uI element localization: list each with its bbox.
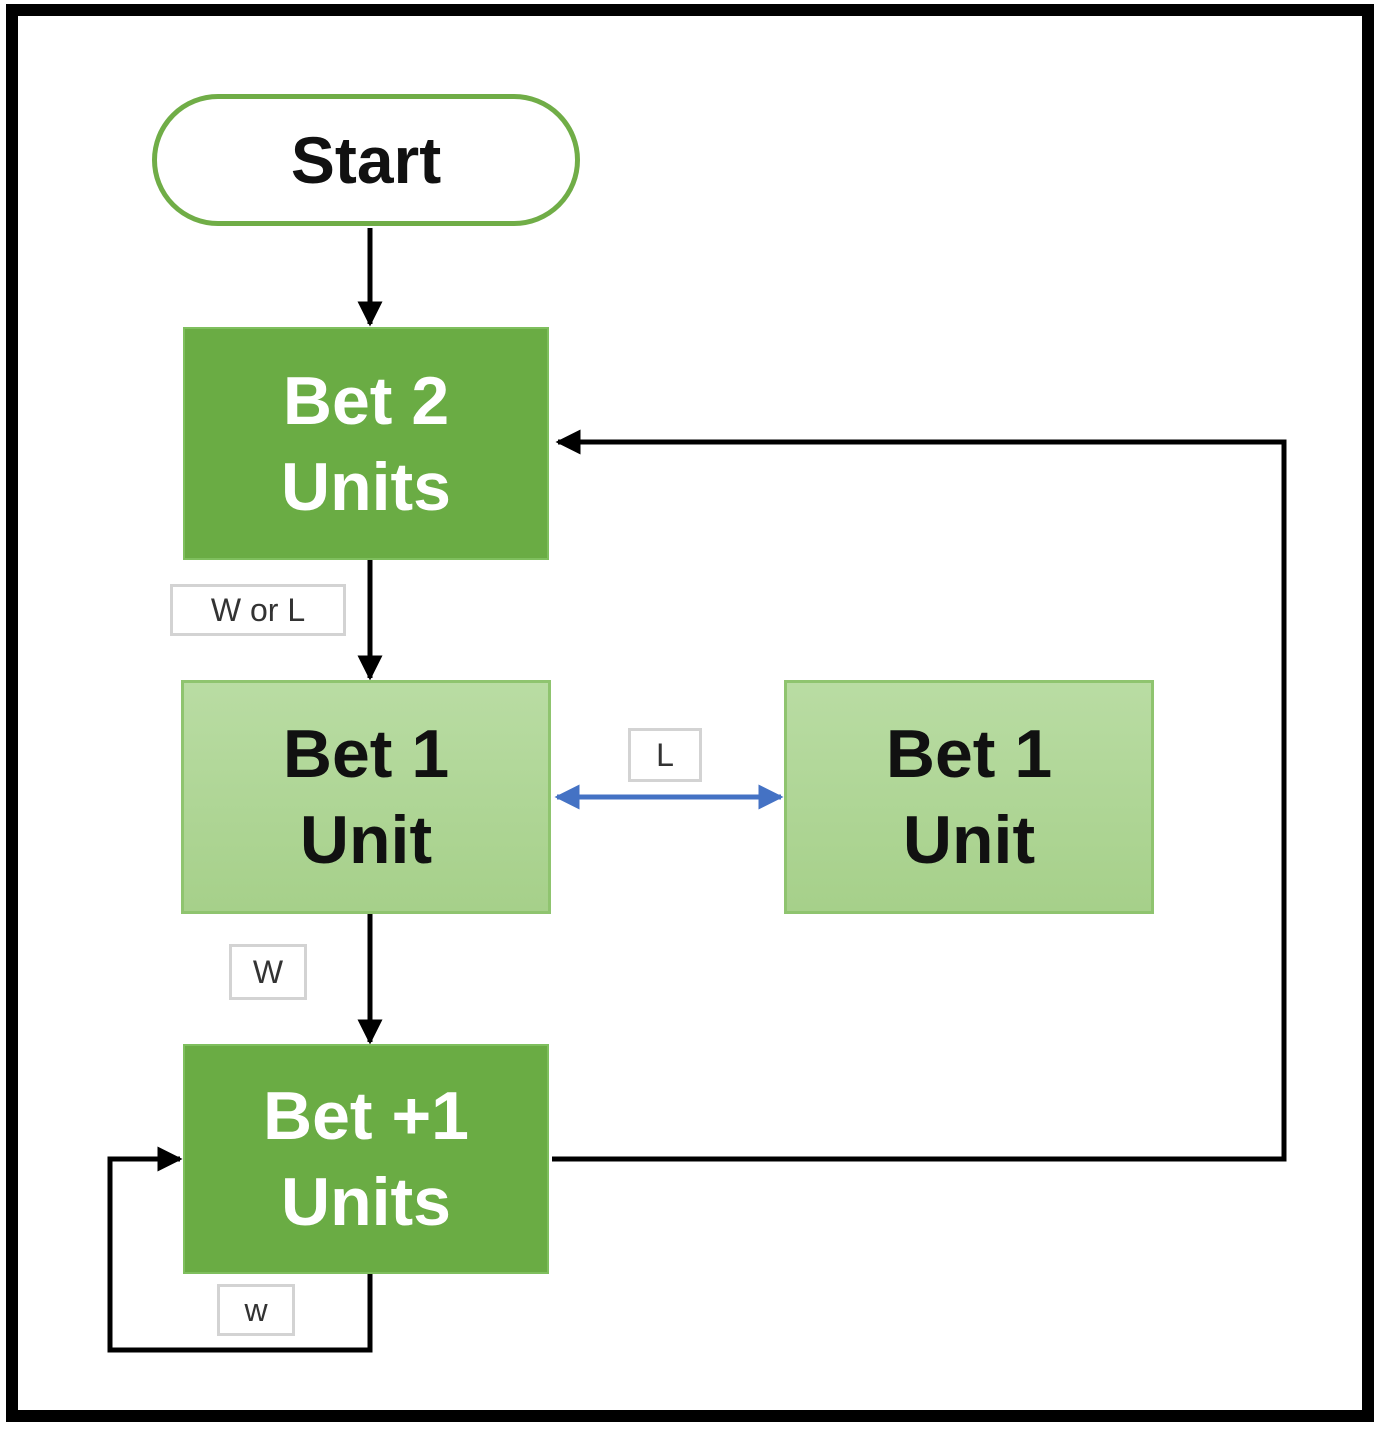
start-node-label: Start [290,123,442,197]
bet-plus-1-units-node[interactable]: Bet +1 Units [183,1044,549,1274]
edge-label-l: L [628,728,702,782]
arrow-betplus1-back-to-bet2 [552,429,1287,1162]
bet-plus-1-units-label: Bet +1 Units [263,1078,469,1240]
bet-1-unit-right-node[interactable]: Bet 1 Unit [784,680,1154,914]
bet-2-units-node[interactable]: Bet 2 Units [183,327,549,560]
edge-label-w: W [229,944,307,1000]
arrow-betplus1-self-loop [107,1146,373,1353]
bet-1-unit-left-label: Bet 1 Unit [282,716,450,878]
diagram-frame [6,4,1374,1422]
edge-label-w-loop: w [217,1284,295,1336]
bet-2-units-label: Bet 2 Units [281,362,451,525]
bet-1-unit-right-label: Bet 1 Unit [885,716,1053,878]
start-node[interactable]: Start [152,94,580,226]
edge-label-w-or-l: W or L [170,584,346,636]
bet-1-unit-left-node[interactable]: Bet 1 Unit [181,680,551,914]
